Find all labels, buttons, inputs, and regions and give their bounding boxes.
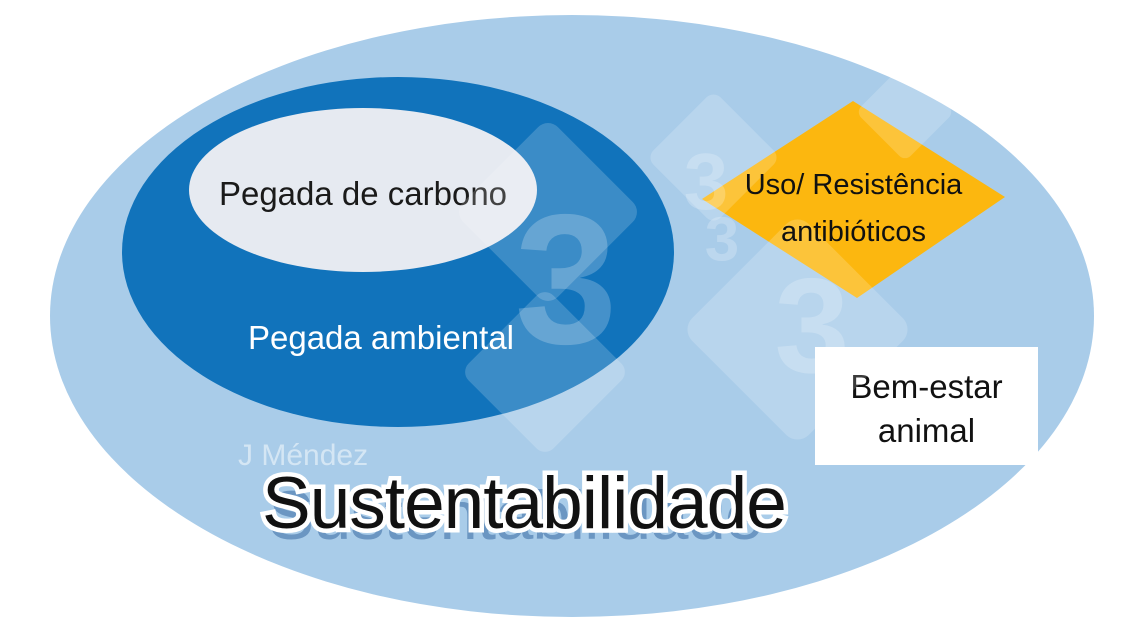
sustainability-title: Sustentabilidade	[258, 463, 792, 545]
antibiotics-label-line2: antibióticos	[780, 215, 927, 248]
environmental-footprint-label: Pegada ambiental	[247, 319, 515, 356]
antibiotics-label: Uso/ Resistência antibióticos	[702, 101, 1005, 298]
sustainability-title-ghost: Sustentabilidade	[268, 477, 763, 554]
animal-welfare-box: Bem-estar animal	[815, 347, 1038, 465]
carbon-footprint-ellipse: Pegada de carbono	[189, 108, 537, 272]
animal-welfare-label-line2: animal	[877, 412, 976, 449]
animal-welfare-label-line1: Bem-estar	[850, 368, 1003, 405]
carbon-footprint-label: Pegada de carbono	[218, 175, 508, 212]
antibiotics-label-line1: Uso/ Resistência	[744, 168, 963, 201]
